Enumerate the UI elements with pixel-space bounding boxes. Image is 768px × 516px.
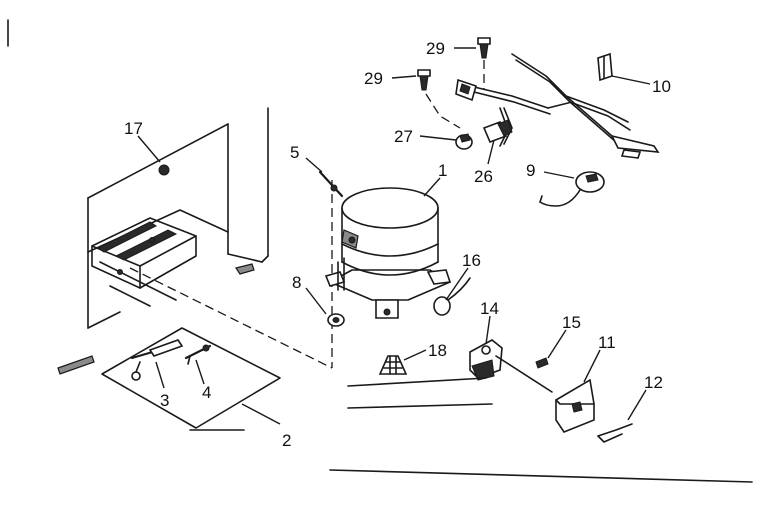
callout-3: 3	[160, 391, 169, 410]
fitting-part-16	[433, 277, 471, 316]
grommet-part-8	[327, 313, 345, 327]
leader-lines	[137, 47, 651, 425]
base-pan	[101, 327, 281, 429]
floor-line-right	[329, 469, 753, 483]
compressor	[324, 187, 452, 319]
callout-12: 12	[644, 373, 663, 392]
cap-part-27	[455, 133, 473, 150]
bracket-part-10	[597, 52, 613, 82]
cap-nut-part-18	[378, 355, 408, 375]
callout-10: 10	[652, 77, 671, 96]
callout-11: 11	[598, 333, 616, 352]
callout-labels: 1 2 3 4 5 8 9 10 11 12 14 15 16 17 18 26…	[124, 39, 671, 450]
relay-cover-part-11	[555, 378, 595, 433]
grommet-hole	[158, 164, 170, 176]
callout-27: 27	[394, 127, 413, 146]
screw-lower	[417, 69, 461, 129]
relay-dashed-link	[495, 355, 553, 393]
callout-2: 2	[282, 431, 291, 450]
callout-14: 14	[480, 299, 499, 318]
floor-line-mid	[347, 377, 487, 387]
floor-line-mid2	[347, 403, 493, 409]
overload-part-26	[482, 119, 513, 144]
callout-4: 4	[202, 383, 211, 402]
callout-8: 8	[292, 273, 301, 292]
clip-part-5	[318, 170, 344, 198]
callout-17: 17	[124, 119, 143, 138]
callout-18: 18	[428, 341, 447, 360]
callout-29-lower: 29	[364, 69, 383, 88]
callout-16: 16	[462, 251, 481, 270]
callout-1: 1	[438, 161, 447, 180]
relay-part-14	[469, 339, 503, 381]
cabinet-compartment	[57, 107, 269, 375]
callout-15: 15	[562, 313, 581, 332]
screw-upper	[477, 37, 491, 90]
clip-part-12	[597, 423, 633, 443]
wiring-harness	[455, 53, 660, 159]
callout-5: 5	[290, 143, 299, 162]
callout-29-upper: 29	[426, 39, 445, 58]
callout-26: 26	[474, 167, 493, 186]
sensor-part-9	[539, 171, 605, 207]
callout-9: 9	[526, 161, 535, 180]
plug-part-15	[535, 357, 549, 369]
